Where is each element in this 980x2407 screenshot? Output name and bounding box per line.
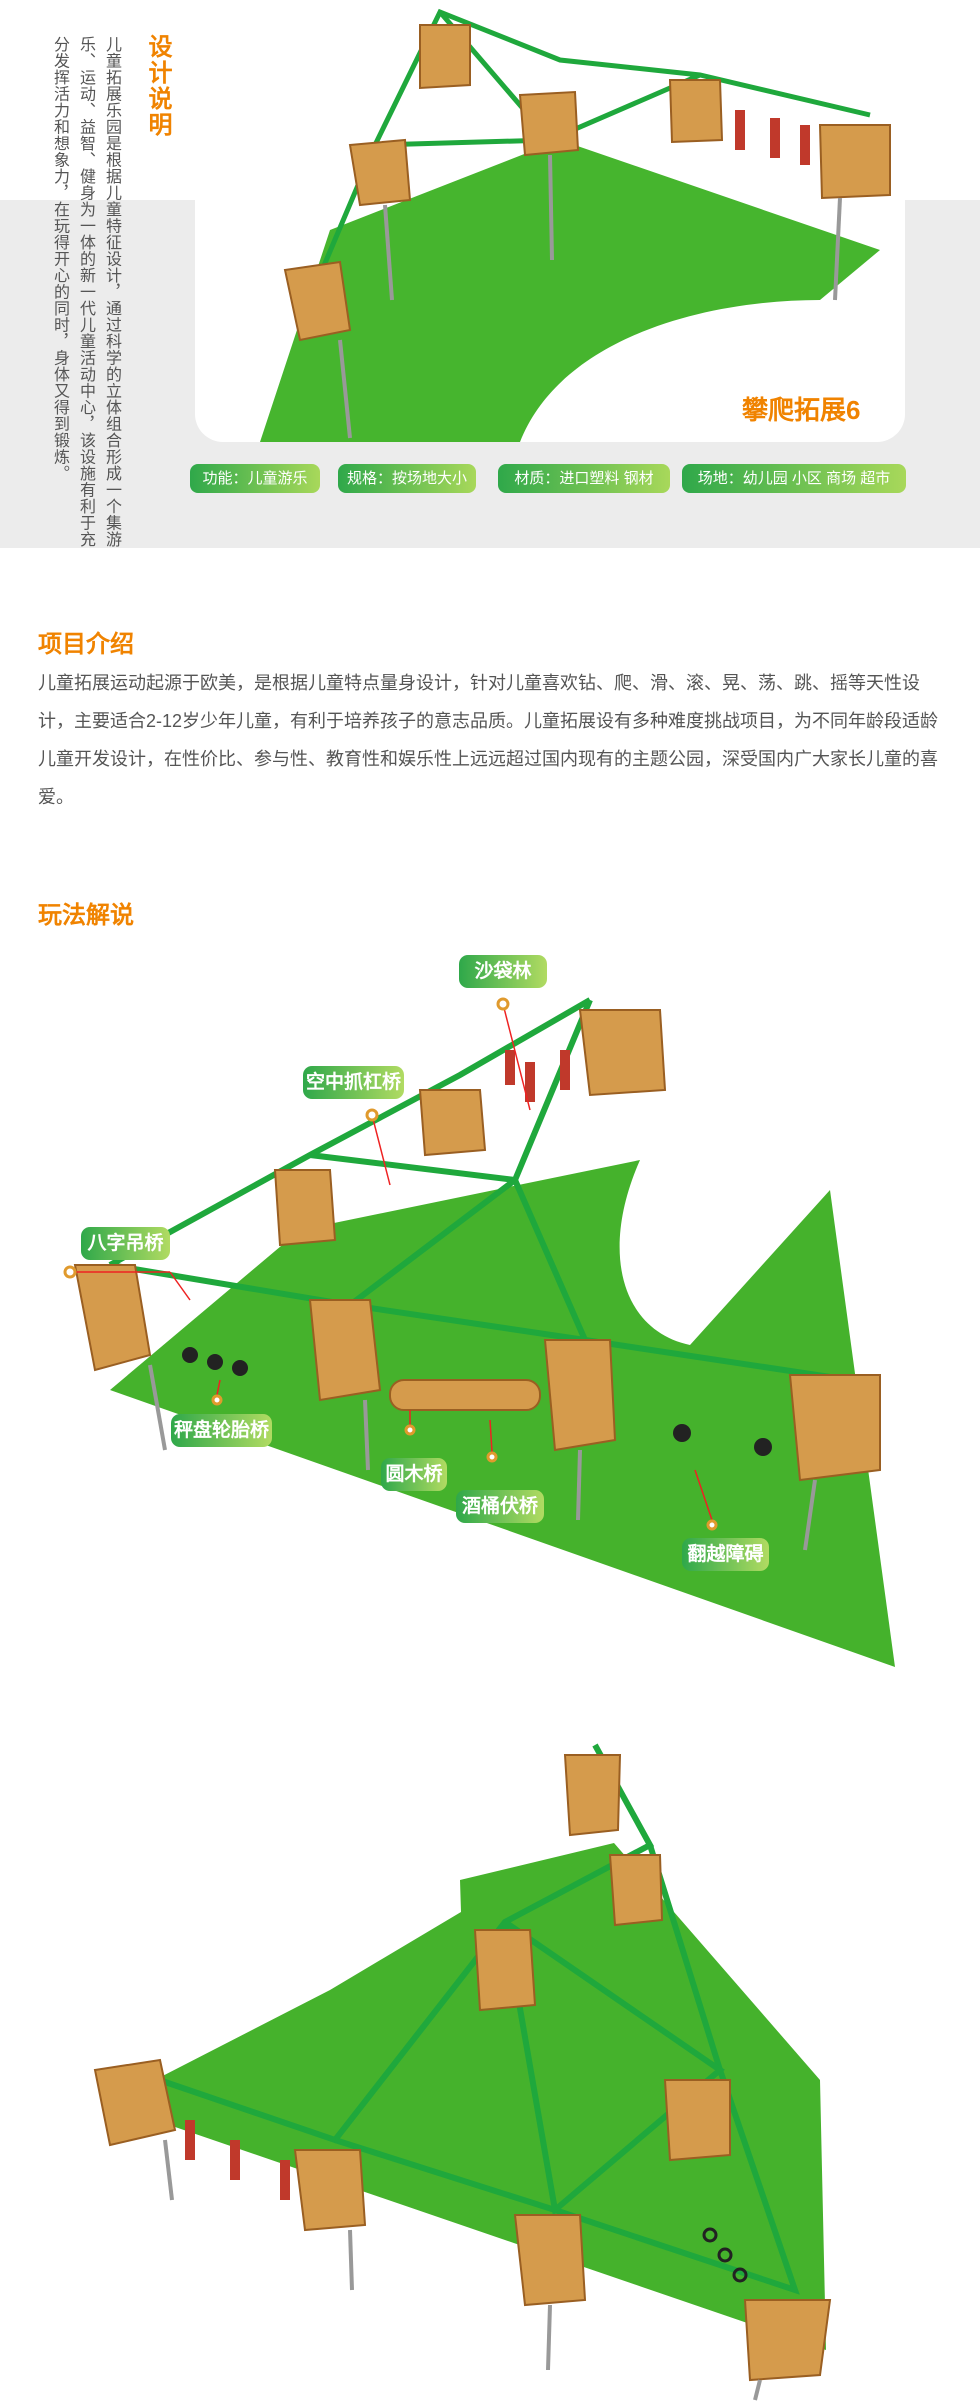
label-figure-eight-bridge: 八字吊桥 (81, 1227, 170, 1260)
tag-material: 材质：进口塑料 钢材 (498, 464, 670, 493)
intro-text: 儿童拓展运动起源于欧美，是根据儿童特点量身设计，针对儿童喜欢钻、爬、滑、滚、晃、… (38, 673, 939, 807)
label-obstacle: 翻越障碍 (682, 1538, 769, 1571)
label-aerial-bar-bridge: 空中抓杠桥 (303, 1066, 404, 1099)
design-title: 设计说明 (144, 34, 171, 138)
tag-venue: 场地：幼儿园 小区 商场 超市 (682, 464, 906, 493)
label-tire-bridge: 秤盘轮胎桥 (171, 1414, 272, 1447)
product-name: 攀爬拓展6 (742, 395, 861, 425)
play-heading: 玩法解说 (38, 902, 134, 929)
tag-spec: 规格：按场地大小 (338, 464, 476, 493)
label-sandbag-forest: 沙袋林 (459, 955, 547, 988)
intro-heading: 项目介绍 (38, 631, 134, 658)
design-description: 儿童拓展乐园是根据儿童特征设计，通过科学的立体组合形成一个集游乐、运动、益智、健… (51, 36, 120, 548)
product-illustration (260, 8, 891, 442)
play-illustration-annotated (63, 997, 895, 1667)
label-log-bridge: 圆木桥 (381, 1458, 447, 1491)
product-image-card (195, 0, 905, 442)
play-illustration-overview (93, 1743, 832, 2401)
label-barrel-bridge: 酒桶伏桥 (456, 1490, 544, 1523)
tag-function: 功能：儿童游乐 (190, 464, 320, 493)
